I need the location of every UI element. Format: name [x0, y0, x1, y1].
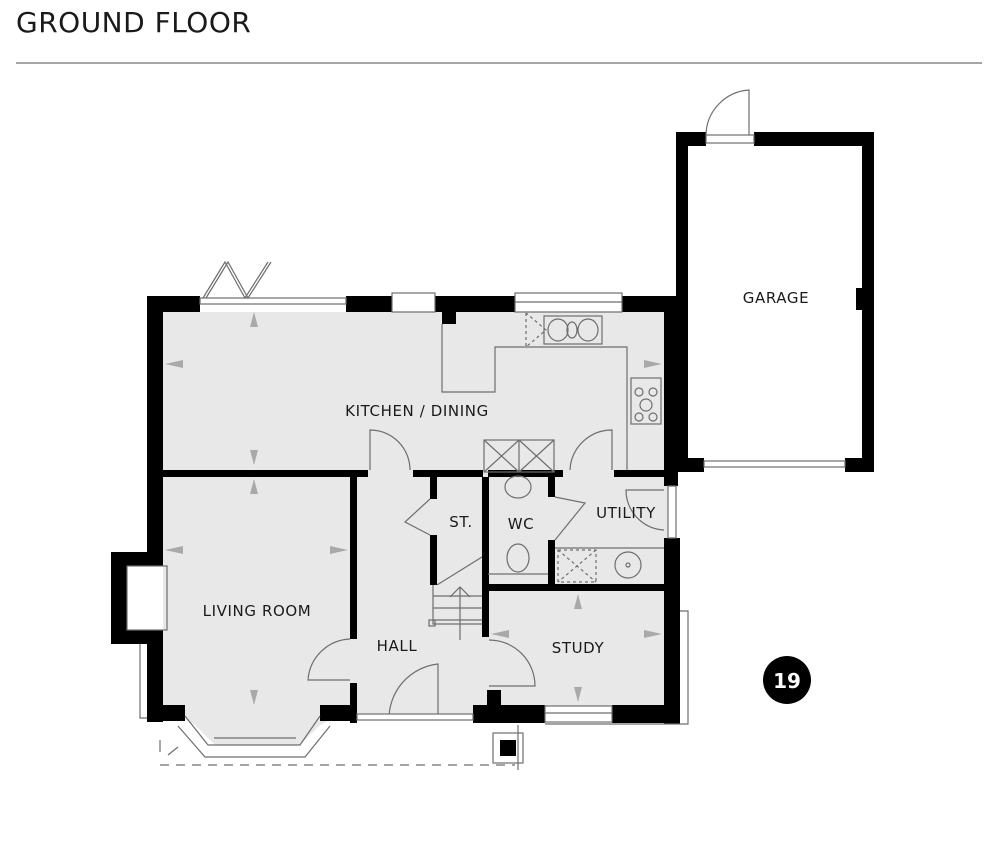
room-label-kitchen-dining: KITCHEN / DINING: [345, 402, 489, 420]
room-label-study: STUDY: [552, 639, 605, 657]
porch-post: [500, 740, 516, 756]
garage-floor: [685, 140, 865, 462]
plot-number: 19: [773, 669, 801, 693]
room-label-hall: HALL: [377, 637, 418, 655]
room-label-wc: WC: [508, 515, 535, 533]
room-label-utility: UTILITY: [596, 504, 656, 522]
room-label-garage: GARAGE: [743, 289, 809, 307]
page-title: GROUND FLOOR: [16, 6, 252, 39]
title-divider: [16, 62, 982, 64]
dimension-arrows: [165, 312, 662, 705]
walls: [111, 132, 874, 724]
floor-fills: [163, 312, 668, 745]
room-label-store: ST.: [449, 513, 472, 531]
windows-doors: [126, 89, 846, 770]
room-label-living-room: LIVING ROOM: [203, 602, 312, 620]
plot-number-badge: [763, 656, 811, 704]
